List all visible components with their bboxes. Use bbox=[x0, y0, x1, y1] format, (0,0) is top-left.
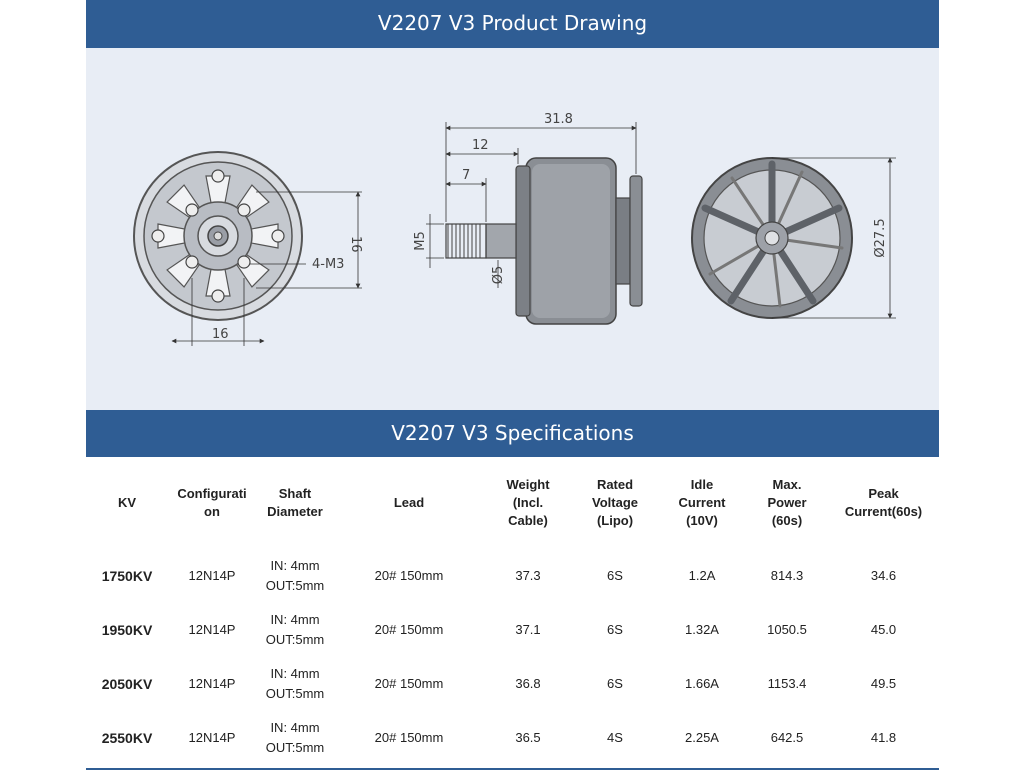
cell-voltage: 6S bbox=[607, 568, 623, 583]
dim-mount-h: 16 bbox=[212, 327, 229, 342]
cell-voltage: 6S bbox=[607, 676, 623, 691]
dim-total-length: 31.8 bbox=[544, 112, 573, 127]
cell-kv: 1750KV bbox=[101, 568, 153, 584]
header-lead: Lead bbox=[334, 457, 484, 549]
header-configuration: Configurati on bbox=[168, 457, 256, 549]
cell-idle: 2.25A bbox=[685, 730, 719, 745]
cell-voltage: 6S bbox=[607, 622, 623, 637]
header-line: Idle bbox=[690, 477, 714, 492]
cell-shaft-in: IN: 4mm bbox=[270, 666, 320, 681]
motor-side-view bbox=[426, 122, 643, 325]
dim-thread-length: 7 bbox=[462, 168, 470, 183]
cell-shaft-in: IN: 4mm bbox=[270, 720, 320, 735]
dim-mount-holes: 4-M3 bbox=[312, 257, 344, 272]
header-line: on bbox=[204, 504, 220, 519]
cell-shaft-out: OUT:5mm bbox=[265, 578, 325, 593]
dim-shaft-length: 12 bbox=[472, 138, 489, 153]
cell-power: 814.3 bbox=[770, 568, 804, 583]
cell-lead: 20# 150mm bbox=[374, 730, 444, 745]
cell-idle: 1.32A bbox=[685, 622, 719, 637]
cell-lead: 20# 150mm bbox=[374, 676, 444, 691]
header-line: Shaft bbox=[278, 486, 312, 501]
header-line: Lead bbox=[393, 495, 425, 510]
header-line: KV bbox=[117, 495, 137, 510]
header-line: Peak bbox=[868, 486, 899, 501]
header-line: Current(60s) bbox=[844, 504, 923, 519]
header-line: Weight bbox=[506, 477, 550, 492]
header-line: Power bbox=[767, 495, 807, 510]
dim-mount-v: 16 bbox=[348, 236, 363, 253]
header-line: Current bbox=[678, 495, 726, 510]
motor-top-view bbox=[691, 157, 896, 319]
cell-config: 12N14P bbox=[188, 568, 236, 583]
drawing-title-banner: V2207 V3 Product Drawing bbox=[86, 0, 939, 48]
motor-bottom-view bbox=[133, 151, 362, 346]
header-weight: Weight (Incl. Cable) bbox=[484, 457, 572, 549]
header-line: Cable) bbox=[508, 513, 548, 528]
cell-peak: 49.5 bbox=[870, 676, 897, 691]
cell-weight: 36.5 bbox=[515, 730, 541, 745]
cell-kv: 2050KV bbox=[101, 676, 153, 692]
header-max-power: Max. Power (60s) bbox=[746, 457, 828, 549]
cell-weight: 37.1 bbox=[515, 622, 541, 637]
product-page: V2207 V3 Product Drawing bbox=[86, 0, 939, 770]
header-line: Rated bbox=[596, 477, 634, 492]
cell-power: 1153.4 bbox=[767, 676, 807, 691]
header-line: Configurati bbox=[177, 486, 247, 501]
motor-drawing-svg: 16 16 4-M3 bbox=[133, 112, 896, 346]
cell-power: 642.5 bbox=[770, 730, 804, 745]
dim-bell-dia: Ø27.5 bbox=[873, 218, 888, 257]
dim-shaft-dia: Ø5 bbox=[491, 266, 506, 285]
header-line: (60s) bbox=[771, 513, 803, 528]
cell-config: 12N14P bbox=[188, 730, 236, 745]
cell-peak: 41.8 bbox=[870, 730, 897, 745]
header-line: Diameter bbox=[267, 504, 323, 519]
cell-shaft-out: OUT:5mm bbox=[265, 632, 325, 647]
cell-shaft-in: IN: 4mm bbox=[270, 612, 320, 627]
cell-shaft-out: OUT:5mm bbox=[265, 686, 325, 701]
cell-config: 12N14P bbox=[188, 676, 236, 691]
cell-shaft-in: IN: 4mm bbox=[270, 558, 320, 573]
dim-thread: M5 bbox=[413, 231, 428, 251]
cell-shaft-out: OUT:5mm bbox=[265, 740, 325, 755]
header-kv: KV bbox=[86, 457, 168, 549]
cell-weight: 36.8 bbox=[515, 676, 541, 691]
header-line: (Lipo) bbox=[596, 513, 634, 528]
cell-lead: 20# 150mm bbox=[374, 568, 444, 583]
cell-weight: 37.3 bbox=[515, 568, 541, 583]
product-drawing: 16 16 4-M3 bbox=[86, 48, 939, 410]
header-line: (10V) bbox=[686, 513, 718, 528]
header-line: Max. bbox=[772, 477, 802, 492]
specs-title-banner: V2207 V3 Specifications bbox=[86, 410, 939, 457]
cell-config: 12N14P bbox=[188, 622, 236, 637]
header-line: Voltage bbox=[592, 495, 638, 510]
cell-idle: 1.66A bbox=[685, 676, 719, 691]
cell-lead: 20# 150mm bbox=[374, 622, 444, 637]
cell-peak: 34.6 bbox=[870, 568, 897, 583]
cell-kv: 2550KV bbox=[101, 730, 153, 746]
cell-voltage: 4S bbox=[607, 730, 623, 745]
cell-idle: 1.2A bbox=[688, 568, 716, 583]
cell-peak: 45.0 bbox=[870, 622, 897, 637]
header-line: (Incl. bbox=[512, 495, 544, 510]
cell-power: 1050.5 bbox=[767, 622, 807, 637]
cell-kv: 1950KV bbox=[101, 622, 153, 638]
